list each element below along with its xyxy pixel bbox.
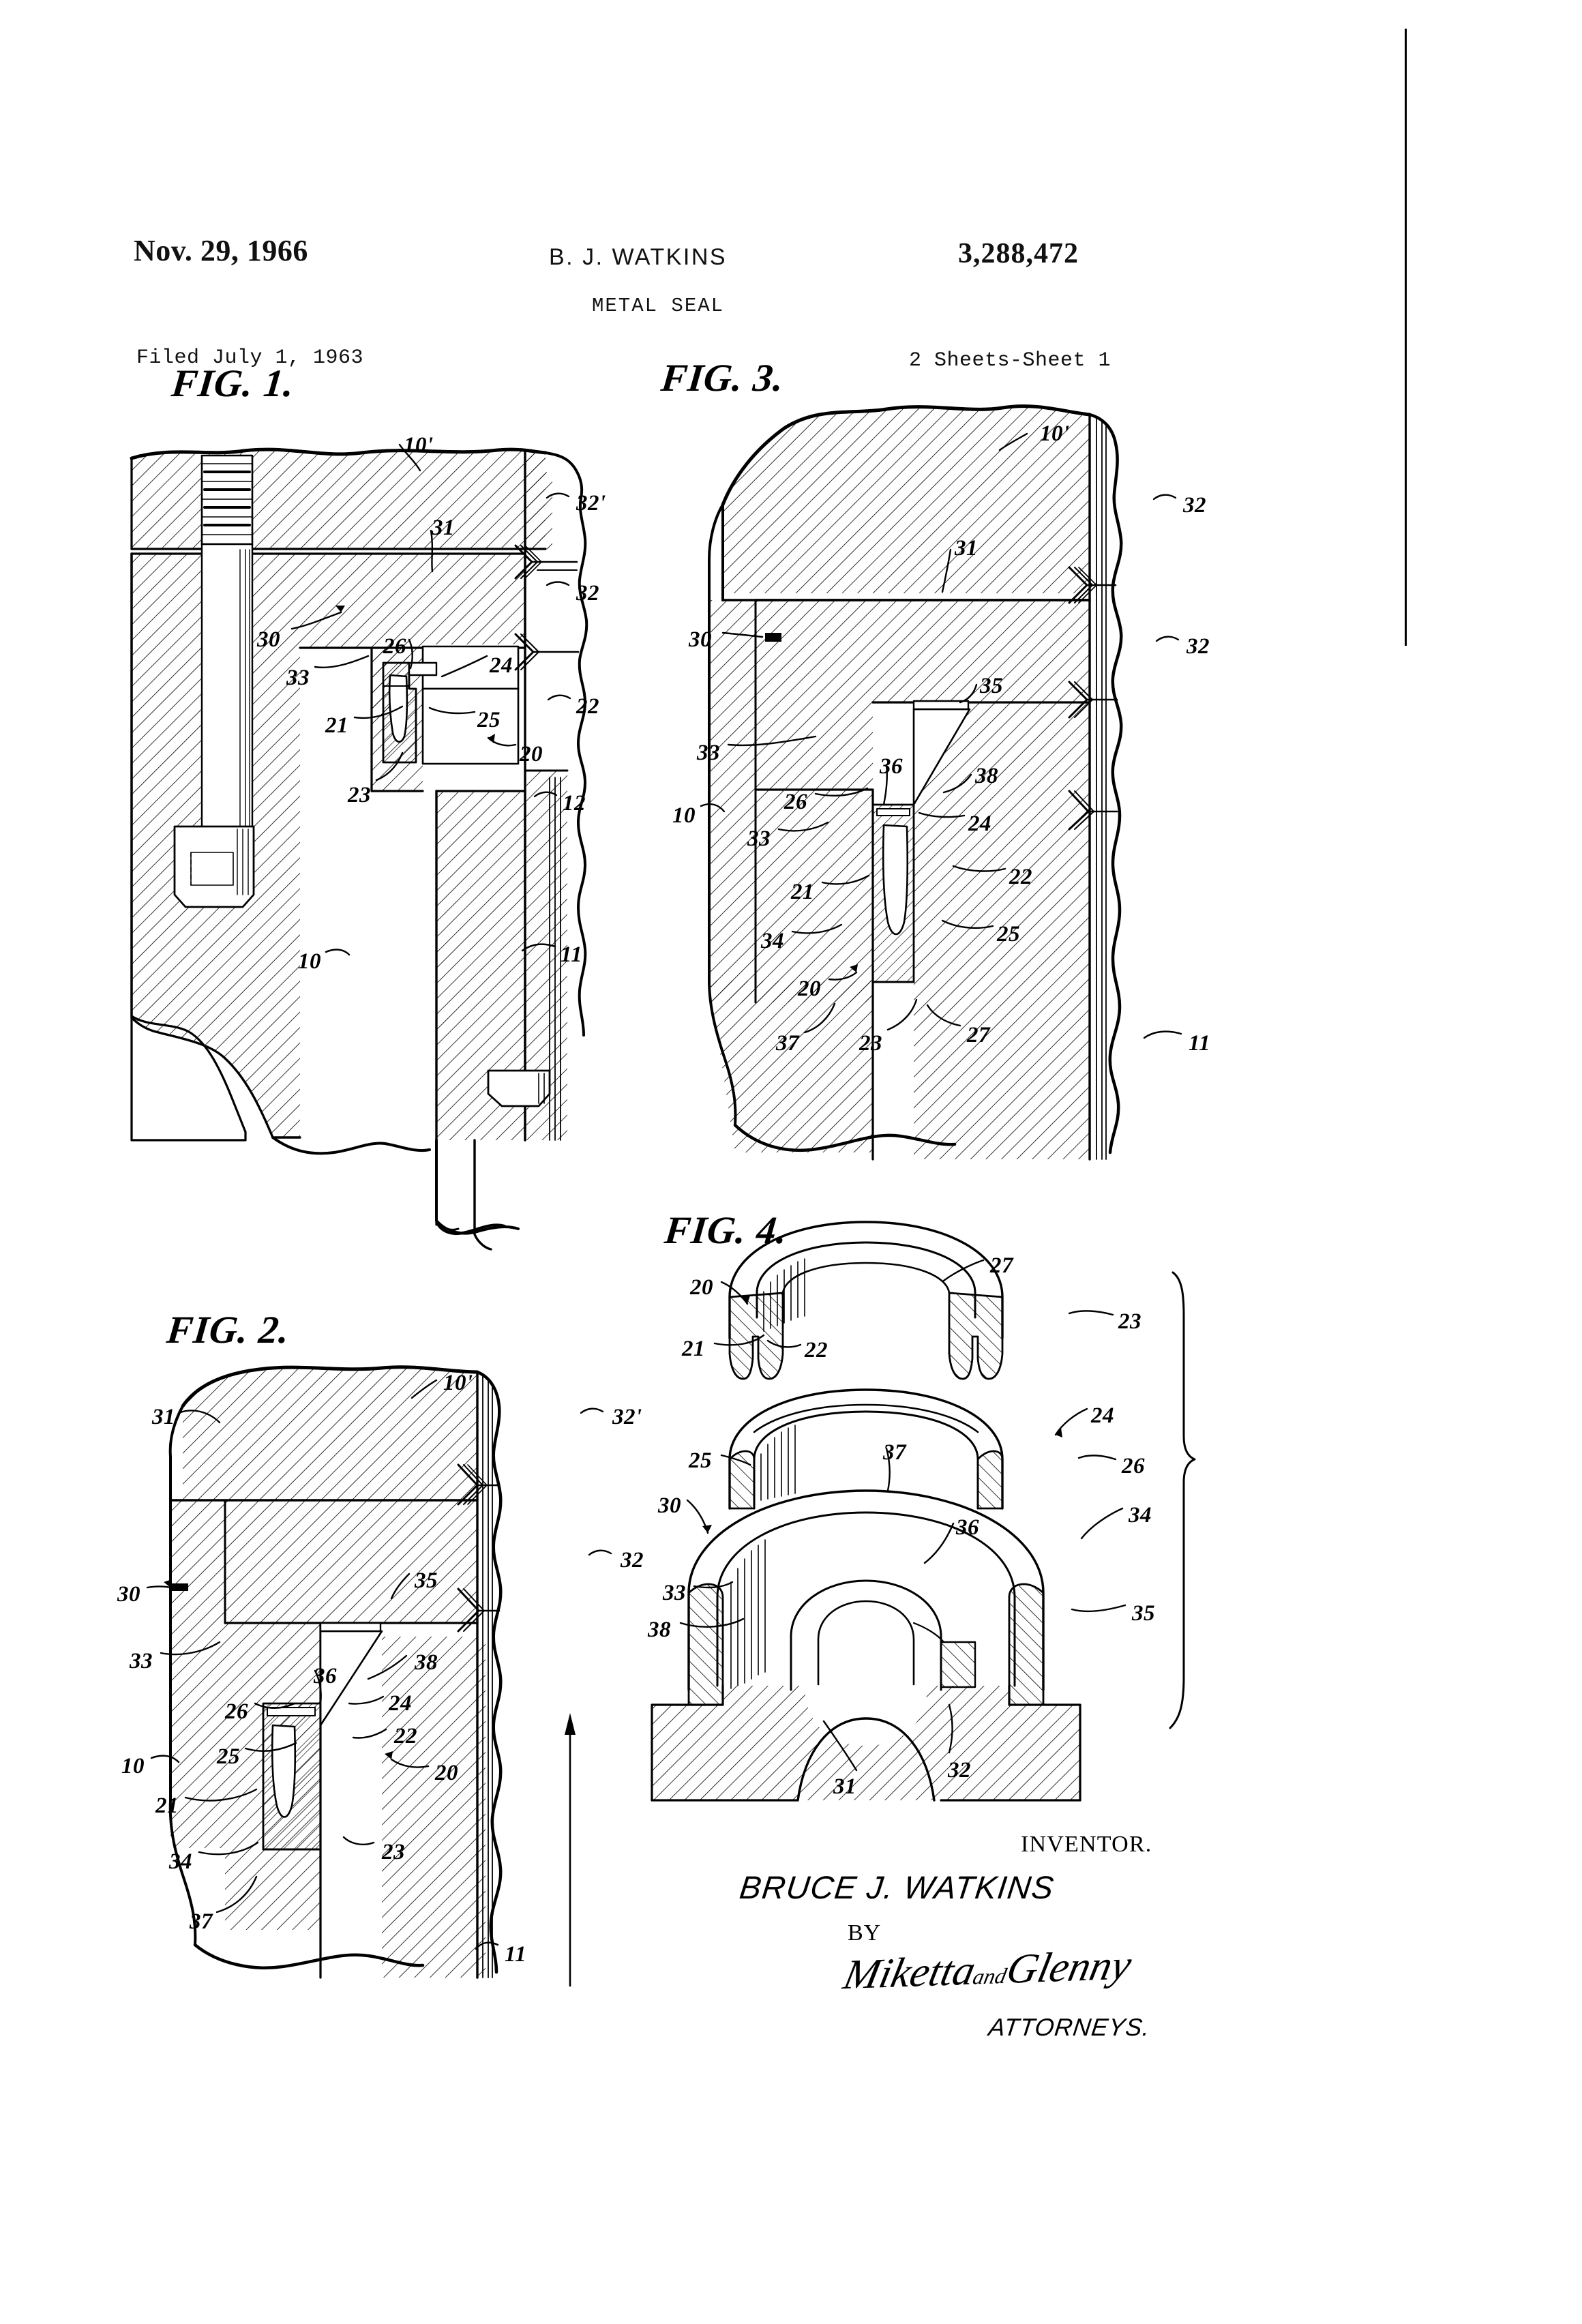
inventor-header-name: B. J. WATKINS <box>549 244 728 270</box>
reference-numeral-fig3-36: 36 <box>880 754 903 779</box>
reference-numeral-fig3-11: 11 <box>1189 1031 1211 1056</box>
reference-numeral-fig1-10p: 10' <box>404 433 434 458</box>
reference-numeral-fig3-38: 38 <box>975 764 998 788</box>
attorneys-label: ATTORNEYS. <box>987 2013 1152 2041</box>
reference-numeral-fig3-34: 34 <box>761 929 784 953</box>
figure-2-caption: FIG. 2. <box>164 1309 292 1352</box>
reference-numeral-fig2-22: 22 <box>394 1724 417 1748</box>
reference-numeral-fig4-31: 31 <box>833 1774 856 1799</box>
reference-numeral-fig3-27: 27 <box>967 1023 990 1047</box>
reference-numeral-fig4-24: 24 <box>1091 1403 1114 1428</box>
reference-numeral-fig2-23: 23 <box>382 1840 405 1864</box>
reference-numeral-fig3-24: 24 <box>968 811 991 836</box>
patent-number: 3,288,472 <box>958 238 1079 269</box>
reference-numeral-fig3-25: 25 <box>997 922 1020 947</box>
reference-numeral-fig2-21: 21 <box>155 1793 179 1818</box>
figure-1-drawing <box>130 443 588 1251</box>
reference-numeral-fig2-38: 38 <box>415 1650 438 1675</box>
reference-numeral-fig1-11: 11 <box>561 942 583 967</box>
reference-numeral-fig4-20: 20 <box>690 1275 713 1300</box>
reference-numeral-fig4-26: 26 <box>1122 1454 1145 1478</box>
reference-numeral-fig1-20: 20 <box>520 742 543 766</box>
reference-numeral-fig4-22: 22 <box>805 1338 828 1362</box>
reference-numeral-fig2-36: 36 <box>314 1664 337 1688</box>
by-label: BY <box>848 1920 882 1946</box>
reference-numeral-fig2-32p: 32' <box>612 1405 642 1429</box>
publication-date: Nov. 29, 1966 <box>134 234 308 267</box>
reference-numeral-fig2-37: 37 <box>190 1909 213 1934</box>
reference-numeral-fig2-33: 33 <box>130 1649 153 1673</box>
reference-numeral-fig2-11: 11 <box>505 1942 527 1967</box>
reference-numeral-fig1-22: 22 <box>576 694 599 719</box>
inventor-label: INVENTOR. <box>1021 1832 1152 1857</box>
reference-numeral-fig1-32: 32 <box>576 581 599 606</box>
reference-numeral-fig4-37: 37 <box>883 1440 906 1465</box>
filing-date: Filed July 1, 1963 <box>136 346 364 370</box>
reference-numeral-fig3-32: 32 <box>1186 634 1210 659</box>
reference-numeral-fig1-30: 30 <box>257 627 280 652</box>
inventor-signature-name: BRUCE J. WATKINS <box>737 1869 1057 1905</box>
reference-numeral-fig3-10: 10 <box>672 803 696 828</box>
reference-numeral-fig4-38: 38 <box>648 1618 671 1642</box>
reference-numeral-fig1-32p: 32' <box>576 491 606 516</box>
reference-numeral-fig2-10p: 10' <box>443 1371 473 1395</box>
reference-numeral-fig4-25: 25 <box>689 1448 712 1473</box>
reference-numeral-fig2-20: 20 <box>435 1761 458 1785</box>
reference-numeral-fig4-21: 21 <box>682 1337 705 1361</box>
reference-numeral-fig3-30: 30 <box>689 627 712 652</box>
reference-numeral-fig2-30: 30 <box>117 1582 140 1607</box>
reference-numeral-fig2-32: 32 <box>621 1548 644 1573</box>
patent-title: METAL SEAL <box>592 295 725 317</box>
reference-numeral-fig1-24: 24 <box>490 653 513 678</box>
reference-numeral-fig2-31: 31 <box>152 1405 175 1429</box>
reference-numeral-fig4-34: 34 <box>1129 1503 1152 1528</box>
figure-1-caption: FIG. 1. <box>169 362 297 405</box>
reference-numeral-fig1-23: 23 <box>348 783 371 807</box>
reference-numeral-fig1-21: 21 <box>325 713 348 738</box>
reference-numeral-fig3-33: 33 <box>747 826 771 851</box>
reference-numeral-fig2-26: 26 <box>225 1699 248 1724</box>
sheet-count: 2 Sheets-Sheet 1 <box>909 349 1111 372</box>
reference-numeral-fig1-31: 31 <box>432 516 455 540</box>
reference-numeral-fig4-23: 23 <box>1118 1309 1141 1334</box>
reference-numeral-fig3-32: 32 <box>1183 493 1206 518</box>
figure-4-caption: FIG. 4. <box>662 1209 790 1252</box>
reference-numeral-fig2-34: 34 <box>169 1849 192 1874</box>
attorney-name-1: Miketta <box>839 1947 980 1999</box>
reference-numeral-fig4-33: 33 <box>663 1581 686 1605</box>
reference-numeral-fig2-10: 10 <box>121 1754 145 1778</box>
attorney-name-2: Glenny <box>1002 1941 1136 1993</box>
reference-numeral-fig3-22: 22 <box>1009 865 1032 889</box>
reference-numeral-fig2-25: 25 <box>217 1744 240 1769</box>
reference-numeral-fig1-10: 10 <box>298 949 321 974</box>
figure-2-drawing <box>146 1365 612 1987</box>
attorney-signature: MikettaandGlenny <box>839 1941 1136 1999</box>
page-margin-rule <box>1405 29 1407 646</box>
reference-numeral-fig3-20: 20 <box>798 977 821 1001</box>
reference-numeral-fig2-24: 24 <box>389 1691 412 1716</box>
reference-numeral-fig4-35: 35 <box>1132 1601 1155 1626</box>
figure-4-drawing <box>651 1221 1196 1802</box>
reference-numeral-fig3-37: 37 <box>776 1031 799 1056</box>
reference-numeral-fig3-33: 33 <box>697 741 720 765</box>
reference-numeral-fig4-27: 27 <box>990 1253 1013 1278</box>
reference-numeral-fig4-30: 30 <box>658 1493 681 1518</box>
figure-3-drawing <box>700 404 1182 1161</box>
reference-numeral-fig4-32: 32 <box>948 1758 971 1783</box>
reference-numeral-fig3-21: 21 <box>791 880 814 904</box>
reference-numeral-fig1-12: 12 <box>563 791 586 816</box>
reference-numeral-fig1-33: 33 <box>286 666 310 690</box>
reference-numeral-fig1-25: 25 <box>477 708 501 732</box>
reference-numeral-fig3-26: 26 <box>784 790 807 814</box>
reference-numeral-fig1-26: 26 <box>383 634 406 659</box>
reference-numeral-fig3-35: 35 <box>980 674 1003 698</box>
reference-numeral-fig2-35: 35 <box>415 1568 438 1593</box>
reference-numeral-fig4-36: 36 <box>956 1515 979 1540</box>
reference-numeral-fig3-31: 31 <box>955 536 978 561</box>
figure-3-caption: FIG. 3. <box>659 357 786 400</box>
reference-numeral-fig3-23: 23 <box>859 1031 882 1056</box>
reference-numeral-fig3-10p: 10' <box>1040 421 1070 446</box>
